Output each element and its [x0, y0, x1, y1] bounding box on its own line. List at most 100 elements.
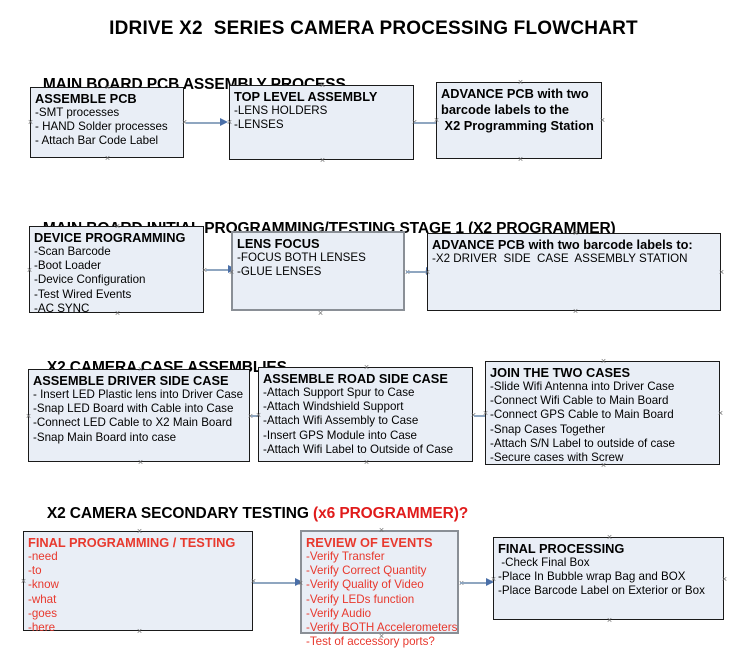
connection-point-bottom: [136, 628, 143, 635]
connection-point-top: [572, 230, 579, 237]
box-line: -Verify LEDs function: [306, 592, 415, 606]
box-line: -Secure cases with Screw: [490, 451, 624, 465]
box-line: -Test Wired Events: [34, 287, 132, 301]
section-heading-4-text: X2 CAMERA SECONDARY TESTING: [46, 505, 314, 522]
box-line: -goes: [28, 606, 58, 620]
connection-point-left: [226, 119, 233, 126]
box-line: - Attach Bar Code Label: [35, 134, 159, 148]
connection-point-bottom: [319, 157, 326, 164]
connection-point-bottom: [317, 310, 324, 317]
connection-point-top: [114, 223, 121, 230]
connection-point-top: [137, 366, 144, 373]
connection-point-top: [363, 364, 370, 371]
box-line: -Snap Main Board into case: [33, 430, 177, 444]
box-line: -Attach Windshield Support: [263, 400, 404, 414]
box-line: -Slide Wifi Antenna into Driver Case: [490, 380, 675, 393]
box-line: -need: [28, 550, 58, 563]
connection-point-top: [600, 358, 607, 365]
connection-point-left: [228, 269, 235, 276]
connection-point-right: [470, 412, 477, 419]
box-lens-focus[interactable]: LENS FOCUS -FOCUS BOTH LENSES -GLUE LENS…: [231, 231, 405, 311]
box-review-of-events[interactable]: REVIEW OF EVENTS -Verify Transfer -Verif…: [297, 527, 459, 648]
connection-point-top: [136, 528, 143, 535]
connection-point-right: [181, 119, 188, 126]
box-advance-pcb-to-driver-side-case[interactable]: ADVANCE PCB with two barcode labels to: …: [427, 233, 721, 311]
connection-point-right: [247, 413, 254, 420]
connection-point-right: [717, 410, 724, 417]
box-line: X2 Programming Station: [441, 118, 594, 133]
box-final-programming-testing[interactable]: FINAL PROGRAMMING / TESTING -need -to -k…: [20, 528, 253, 634]
box-title: ASSEMBLE PCB: [35, 91, 137, 106]
box-title: ASSEMBLE ROAD SIDE CASE: [263, 371, 448, 386]
page-title: IDRIVE X2 SERIES CAMERA PROCESSING FLOWC…: [109, 18, 638, 39]
box-line: -FOCUS BOTH LENSES: [237, 251, 366, 264]
box-assemble-road-side-case[interactable]: ASSEMBLE ROAD SIDE CASE -Attach Support …: [258, 367, 473, 462]
connection-point-top: [378, 527, 385, 534]
connection-point-top: [606, 534, 613, 541]
box-line: -Connect LED Cable to X2 Main Board: [33, 416, 233, 430]
section-heading-4: X2 CAMERA SECONDARY TESTING (x6 PROGRAMM…: [30, 487, 468, 541]
box-title: ADVANCE PCB with two: [441, 86, 589, 101]
connection-point-left: [25, 413, 32, 420]
box-title: FINAL PROGRAMMING / TESTING: [28, 535, 236, 550]
connection-point-left: [297, 580, 304, 587]
connection-point-right: [599, 117, 606, 124]
connection-point-left: [20, 578, 27, 585]
box-title: ASSEMBLE DRIVER SIDE CASE: [33, 373, 229, 388]
box-line: -Snap LED Board with Cable into Case: [33, 402, 234, 416]
connector-line: [253, 582, 297, 584]
connector-line: [206, 269, 230, 271]
box-line: -Connect Wifi Cable to Main Board: [490, 394, 669, 408]
box-line: -here: [28, 621, 56, 635]
connection-point-left: [27, 119, 34, 126]
connection-point-left: [26, 267, 33, 274]
connection-point-right: [404, 269, 411, 276]
connector-line: [186, 122, 222, 124]
box-line: -Verify Audio: [306, 606, 372, 620]
box-line: -GLUE LENSES: [237, 265, 322, 279]
box-title: REVIEW OF EVENTS: [306, 535, 433, 550]
connection-point-right: [411, 119, 418, 126]
box-assemble-driver-side-case[interactable]: ASSEMBLE DRIVER SIDE CASE - Insert LED P…: [28, 369, 250, 462]
connection-point-bottom: [114, 310, 121, 317]
connection-point-top: [517, 79, 524, 86]
box-line: -to: [28, 564, 42, 578]
box-line: -Check Final Box: [498, 556, 590, 569]
connection-point-left: [255, 412, 262, 419]
box-line: -LENSES: [234, 118, 284, 132]
box-title: ADVANCE PCB with two barcode labels to:: [432, 237, 693, 252]
box-device-programming[interactable]: DEVICE PROGRAMMING -Scan Barcode -Boot L…: [26, 223, 204, 315]
box-title: TOP LEVEL ASSEMBLY: [234, 89, 378, 104]
connection-point-right: [721, 576, 728, 583]
box-final-processing[interactable]: FINAL PROCESSING -Check Final Box -Place…: [493, 537, 724, 620]
box-line: barcode labels to the: [441, 102, 570, 117]
box-assemble-pcb[interactable]: ASSEMBLE PCB -SMT processes - HAND Solde…: [30, 87, 184, 158]
connection-point-right: [201, 267, 208, 274]
connection-point-right: [250, 578, 257, 585]
box-line: -Attach Support Spur to Case: [263, 386, 415, 399]
box-line: -Device Configuration: [34, 273, 146, 287]
box-line: -Connect GPS Cable to Main Board: [490, 408, 674, 422]
box-line: -Place In Bubble wrap Bag and BOX: [498, 570, 686, 584]
connection-point-bottom: [137, 459, 144, 466]
box-title: JOIN THE TWO CASES: [490, 365, 631, 380]
connection-point-bottom: [104, 155, 111, 162]
box-line: -Attach Wifi Label to Outside of Case: [263, 442, 454, 456]
box-title: FINAL PROCESSING: [498, 541, 625, 556]
box-advance-pcb-to-programming-station[interactable]: ADVANCE PCB with two barcode labels to t…: [436, 82, 602, 159]
connection-point-bottom: [517, 156, 524, 163]
connection-point-bottom: [606, 617, 613, 624]
box-line: -Verify BOTH Accelerometers: [306, 621, 458, 635]
box-line: -Snap Cases Together: [490, 422, 606, 436]
connection-point-left: [490, 576, 497, 583]
box-top-level-assembly[interactable]: TOP LEVEL ASSEMBLY -LENS HOLDERS -LENSES: [229, 85, 414, 160]
box-title: DEVICE PROGRAMMING: [34, 230, 186, 245]
box-line: - HAND Solder processes: [35, 120, 168, 134]
box-join-the-two-cases[interactable]: JOIN THE TWO CASES -Slide Wifi Antenna i…: [485, 361, 720, 465]
box-line: -what: [28, 592, 57, 606]
section-heading-4-accent: (x6 PROGRAMMER)?: [313, 505, 469, 522]
connection-point-left: [433, 117, 440, 124]
box-title: LENS FOCUS: [237, 236, 320, 251]
box-line: -Place Barcode Label on Exterior or Box: [498, 584, 705, 598]
box-line: -Verify Quality of Video: [306, 578, 424, 592]
